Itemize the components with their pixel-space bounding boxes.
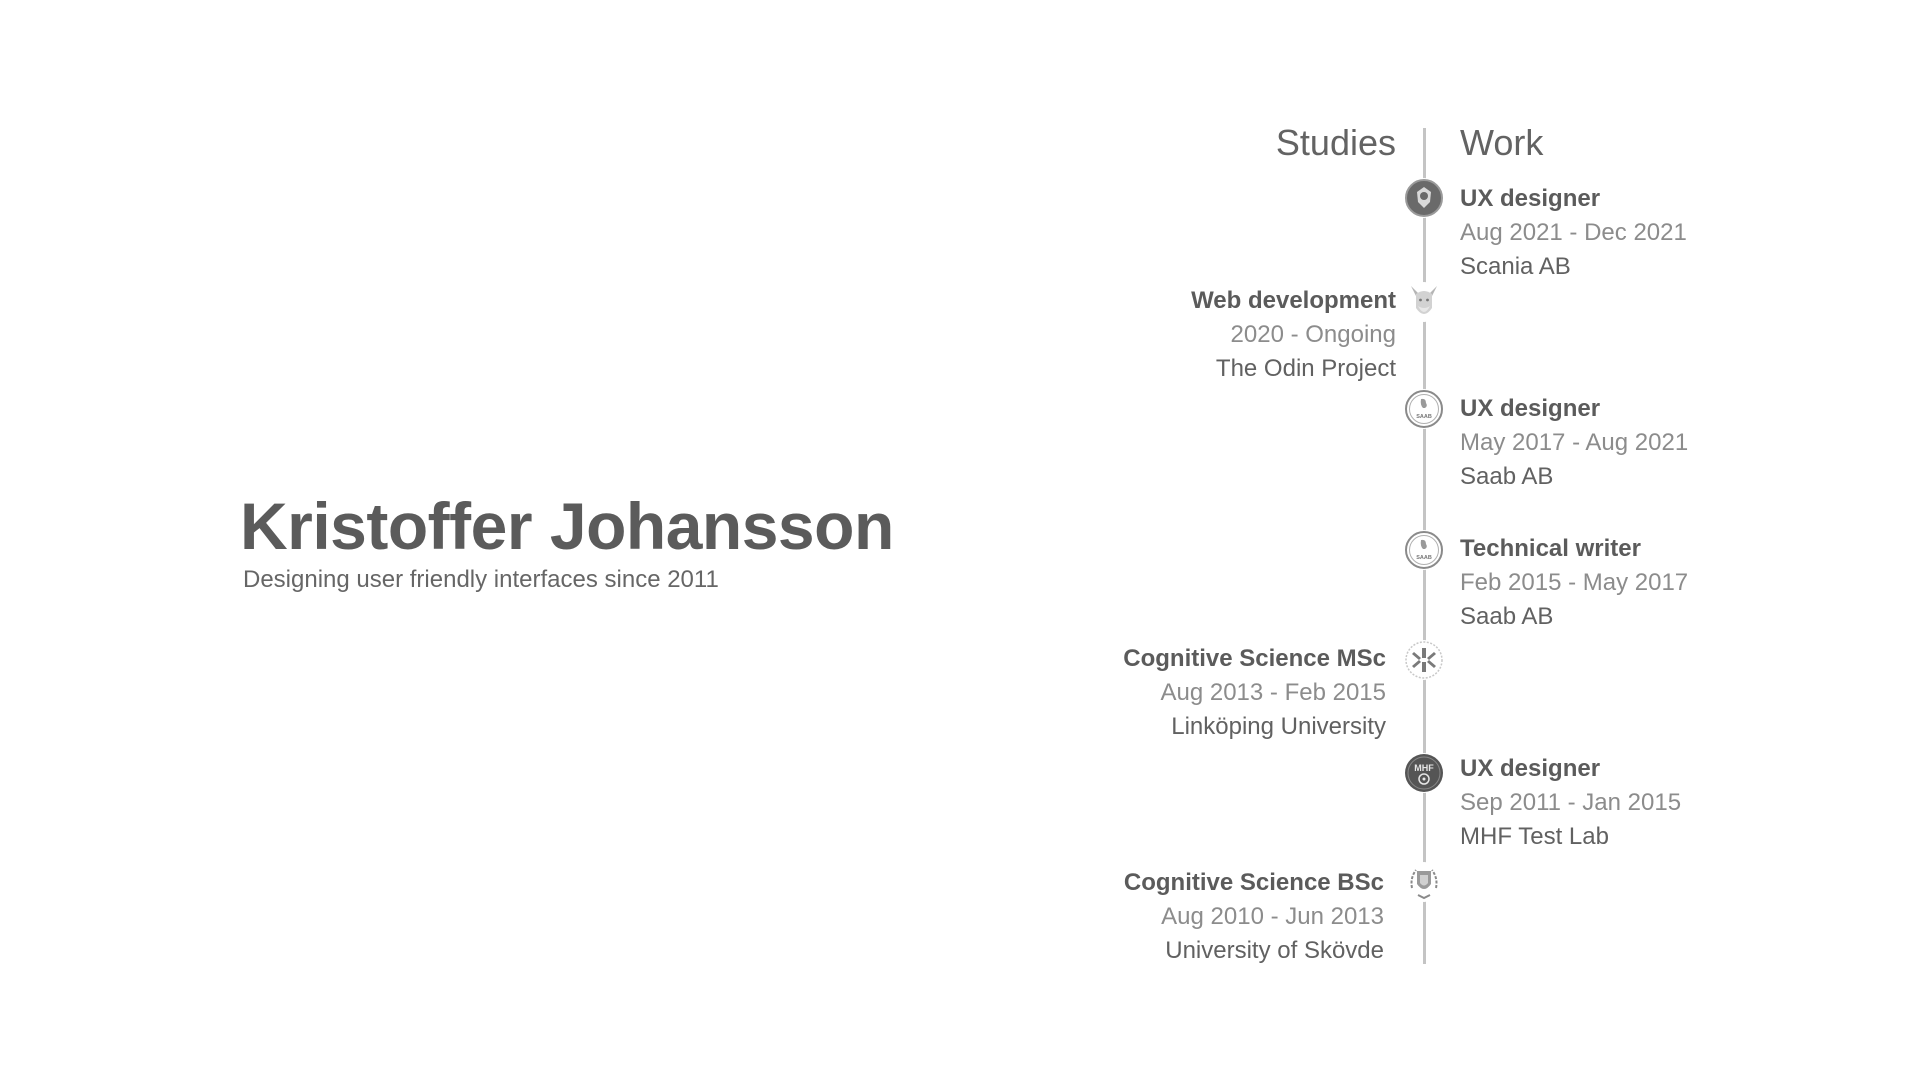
hero: Kristoffer Johansson Designing user frie… xyxy=(240,488,894,596)
saab-logo-icon: SAAB xyxy=(1404,530,1444,570)
study-role: Web development xyxy=(1191,287,1396,314)
work-entry-saab-writer: Technical writer Feb 2015 - May 2017 Saa… xyxy=(1460,532,1688,634)
work-dates: Aug 2021 - Dec 2021 xyxy=(1460,219,1687,246)
work-entry-scania: UX designer Aug 2021 - Dec 2021 Scania A… xyxy=(1460,182,1687,284)
study-entry-odin: Web development 2020 - Ongoing The Odin … xyxy=(1191,284,1396,386)
study-org: University of Skövde xyxy=(1165,937,1384,964)
work-heading: Work xyxy=(1460,122,1544,163)
work-dates: May 2017 - Aug 2021 xyxy=(1460,429,1689,456)
studies-heading: Studies xyxy=(1275,122,1396,163)
svg-text:SAAB: SAAB xyxy=(1416,555,1432,561)
work-dates: Feb 2015 - May 2017 xyxy=(1460,569,1689,596)
work-role: UX designer xyxy=(1460,755,1601,782)
study-role: Cognitive Science BSc xyxy=(1123,869,1384,896)
skovde-logo-icon xyxy=(1404,862,1444,902)
study-role: Cognitive Science MSc xyxy=(1123,645,1386,672)
work-entry-mhf: UX designer Sep 2011 - Jan 2015 MHF Test… xyxy=(1460,752,1681,854)
study-entry-liu: Cognitive Science MSc Aug 2013 - Feb 201… xyxy=(1123,642,1386,744)
study-dates: Aug 2013 - Feb 2015 xyxy=(1160,679,1386,706)
study-dates: Aug 2010 - Jun 2013 xyxy=(1161,903,1384,930)
hero-tagline: Designing user friendly interfaces since… xyxy=(243,566,719,593)
work-role: Technical writer xyxy=(1460,535,1641,562)
odin-project-logo-icon xyxy=(1404,282,1444,322)
work-role: UX designer xyxy=(1460,185,1601,212)
mhf-logo-icon: MHF xyxy=(1404,753,1444,793)
svg-text:MHF: MHF xyxy=(1414,763,1434,773)
work-org: Saab AB xyxy=(1460,463,1554,490)
study-org: Linköping University xyxy=(1171,713,1386,740)
study-entry-skovde: Cognitive Science BSc Aug 2010 - Jun 201… xyxy=(1124,866,1384,968)
work-org: Saab AB xyxy=(1460,603,1554,630)
svg-text:SAAB: SAAB xyxy=(1416,414,1432,420)
work-org: Scania AB xyxy=(1460,253,1571,280)
work-dates: Sep 2011 - Jan 2015 xyxy=(1460,789,1682,816)
study-org: The Odin Project xyxy=(1215,355,1396,382)
work-entry-saab-ux: UX designer May 2017 - Aug 2021 Saab AB xyxy=(1460,392,1688,494)
hero-name: Kristoffer Johansson xyxy=(240,489,894,563)
scania-logo-icon xyxy=(1404,178,1444,218)
work-role: UX designer xyxy=(1460,395,1601,422)
saab-logo-icon: SAAB xyxy=(1404,389,1444,429)
study-dates: 2020 - Ongoing xyxy=(1230,321,1396,348)
liu-logo-icon xyxy=(1404,640,1444,680)
work-org: MHF Test Lab xyxy=(1460,823,1609,850)
